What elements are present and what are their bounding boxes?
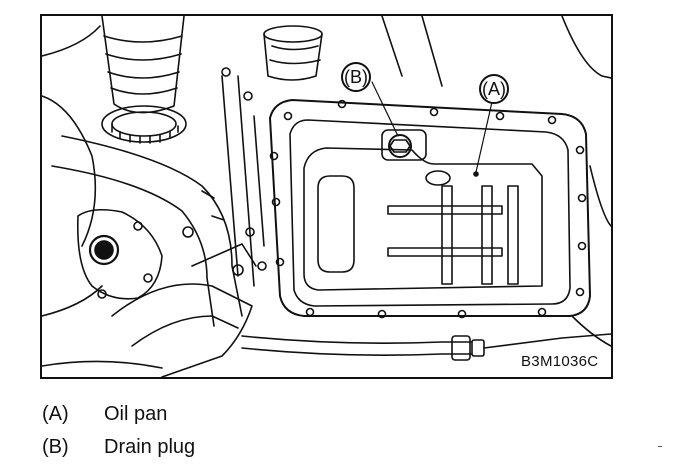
left-flange-shape: [76, 208, 163, 300]
legend-row-drain-plug: (B) Drain plug: [42, 436, 195, 459]
oil-pan-shape: [269, 99, 591, 319]
engine-underside-line-art: [42, 16, 611, 377]
bracket-bolts: [221, 67, 267, 271]
legend-row-oil-pan: (A) Oil pan: [42, 403, 167, 426]
right-casing-lower: [571, 315, 611, 347]
upper-frame-lines: [381, 16, 443, 87]
legend-key-b: (B): [42, 436, 69, 458]
elbow-pipe-shape: [111, 226, 257, 377]
drain-plug-shape: [381, 129, 427, 161]
right-casing-mid: [589, 165, 611, 227]
leader-dot-a: [473, 171, 479, 177]
casing-line-lower: [42, 285, 103, 317]
leader-line-b: [371, 81, 399, 137]
oil-filter-shape: [263, 25, 323, 81]
legend-label-oil-pan: Oil pan: [104, 403, 168, 425]
scan-speck: [658, 446, 662, 447]
right-casing-upper: [561, 16, 611, 79]
intake-hose-shape: [101, 16, 187, 144]
bracket-line-2: [237, 75, 255, 287]
legend-label-drain-plug: Drain plug: [104, 436, 196, 458]
casing-line-upper: [42, 25, 101, 57]
casing-line-left: [42, 95, 97, 247]
callout-b-label: (B): [341, 62, 371, 92]
bracket-line-1: [221, 75, 239, 277]
engine-oil-pan-diagram: (B) (A) B3M1036C: [40, 14, 613, 379]
legend-key-a: (A): [42, 403, 69, 425]
lower-cable-shape: [42, 333, 611, 369]
bracket-line-3: [253, 115, 265, 247]
callout-a-label: (A): [479, 74, 509, 104]
figure-code: B3M1036C: [519, 353, 601, 370]
leader-line-a: [475, 101, 493, 173]
